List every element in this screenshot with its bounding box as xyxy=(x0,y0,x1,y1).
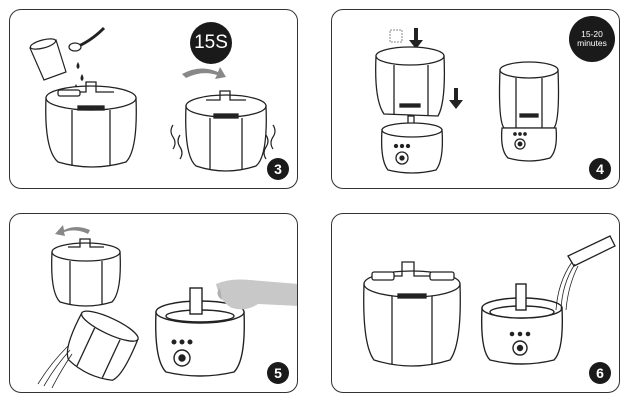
wait-time-line-1: 15-20 xyxy=(581,29,603,39)
wait-time-line-2: minutes xyxy=(577,38,607,48)
step-number-badge: 5 xyxy=(267,362,289,384)
tilted-tank xyxy=(66,310,139,381)
step-4-panel: 15-20 minutes 4 xyxy=(331,9,620,189)
duration-badge: 15S xyxy=(190,22,232,64)
water-tank-right xyxy=(185,90,267,172)
hand xyxy=(216,279,297,310)
rotate-arrow-icon xyxy=(182,67,226,79)
humidifier-base xyxy=(480,283,564,365)
step-5-illustration xyxy=(37,225,297,389)
step-5-panel: 5 xyxy=(9,213,298,393)
step-6-panel: 6 xyxy=(331,213,620,393)
step-4-illustration xyxy=(375,28,560,174)
filter-cube xyxy=(389,29,403,43)
water-tank xyxy=(363,261,461,367)
step-number-badge: 4 xyxy=(589,158,611,180)
rotate-back-arrow-icon xyxy=(55,225,90,236)
water-stream xyxy=(37,345,73,389)
step-number-badge: 6 xyxy=(589,362,611,384)
down-arrow-icon xyxy=(409,28,423,49)
drops xyxy=(74,62,84,91)
lifted-tank xyxy=(375,46,446,131)
water-stream xyxy=(555,261,579,311)
assembled-humidifier xyxy=(498,61,560,162)
step-6-illustration xyxy=(363,235,616,367)
down-arrow-icon-2 xyxy=(449,88,463,109)
humidifier-base xyxy=(155,287,245,377)
step-3-illustration xyxy=(29,26,276,172)
faucet xyxy=(567,235,616,267)
humidifier-base xyxy=(380,122,444,174)
wait-time-badge: 15-20 minutes xyxy=(569,16,615,62)
water-tank-top xyxy=(51,238,121,307)
step-3-panel: 15S 3 xyxy=(9,9,298,189)
shake-lines xyxy=(170,124,276,160)
spoon xyxy=(68,26,106,52)
water-tank-left xyxy=(45,81,137,168)
measuring-cup xyxy=(29,38,67,81)
step-number-badge: 3 xyxy=(267,158,289,180)
